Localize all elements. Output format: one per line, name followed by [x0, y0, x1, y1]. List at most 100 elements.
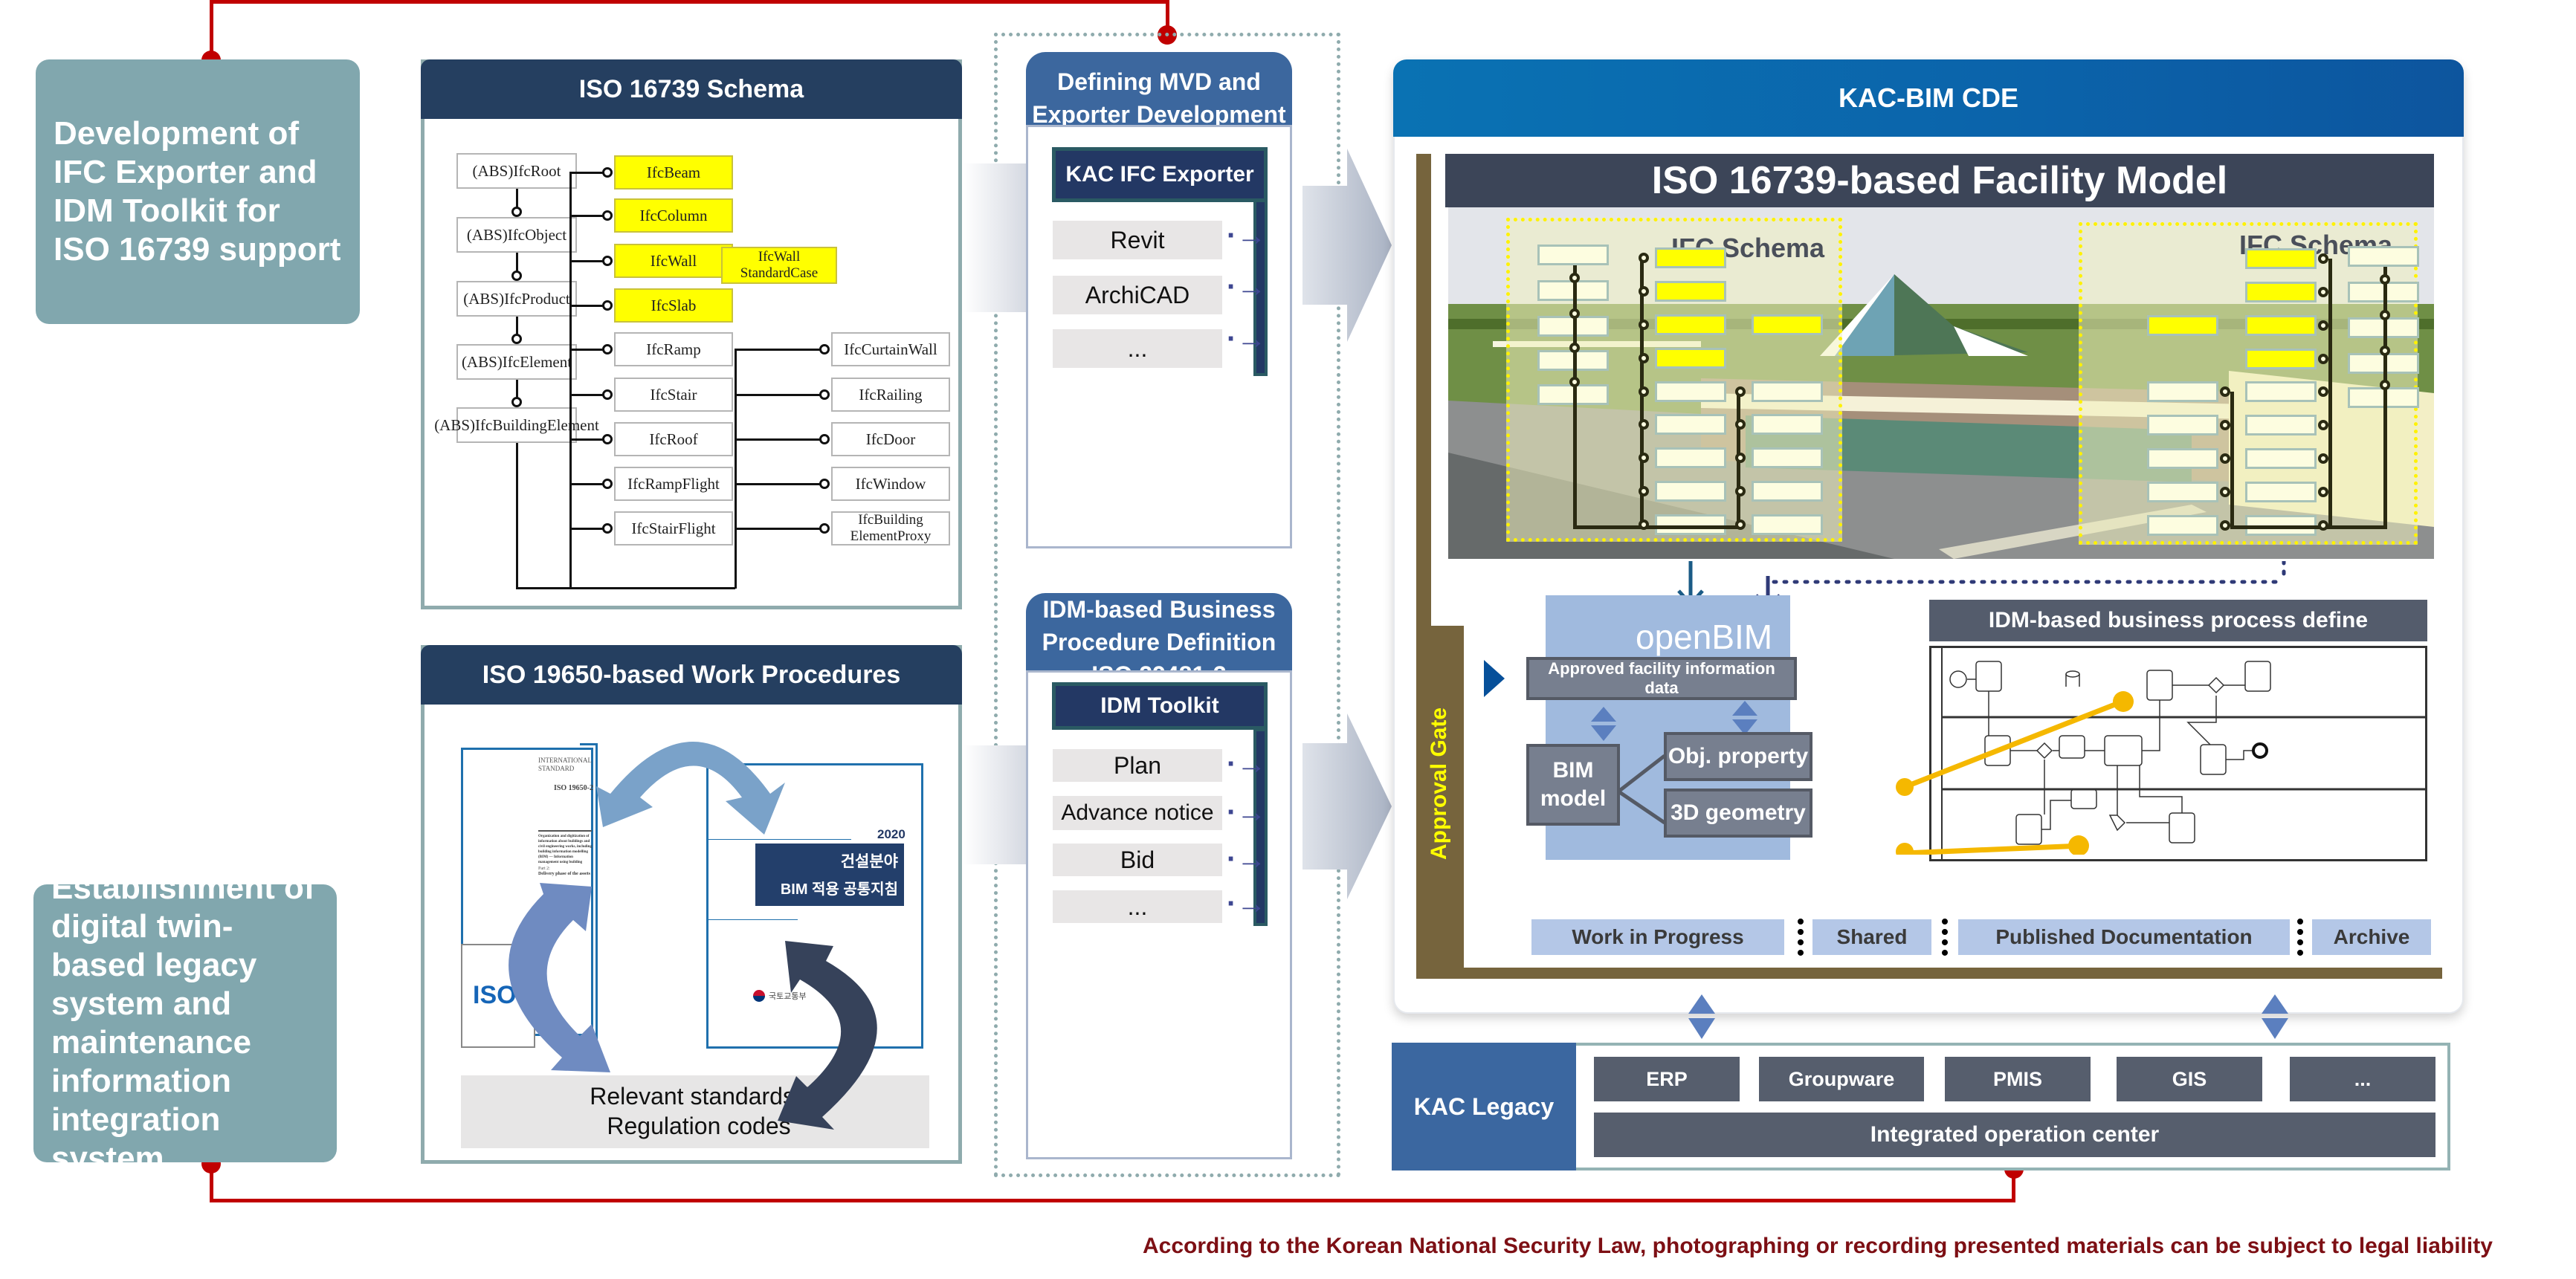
- toolkit-item-bid[interactable]: Bid: [1053, 844, 1222, 876]
- mini-schema-ring: [2318, 486, 2328, 497]
- schema-ring: [602, 210, 613, 221]
- schema-diagram: (ABS)IfcRoot(ABS)IfcObject(ABS)IfcProduc…: [421, 119, 962, 609]
- mini-schema-ring: [2220, 486, 2230, 497]
- schema-class-box: IfcRamp: [614, 332, 733, 366]
- schema-class-box: IfcSlab: [614, 288, 733, 323]
- iso-document-subtitle: Delivery phase of the assets: [538, 872, 590, 876]
- dotted-arrow-icon: ·→: [1227, 887, 1267, 920]
- ministry-logo-icon: [753, 990, 765, 1002]
- mini-schema-box: [1655, 381, 1726, 402]
- mini-schema-box: [2348, 246, 2419, 267]
- legacy-system-more[interactable]: ...: [2290, 1057, 2435, 1101]
- mini-schema-ring: [1569, 308, 1580, 319]
- stage-separator: [1942, 919, 1948, 956]
- mini-schema-ring: [2318, 453, 2328, 464]
- goal-ifc-exporter-text: Development of IFC Exporter and IDM Tool…: [54, 115, 341, 268]
- cde-legacy-arrow-icon: [2262, 994, 2288, 1039]
- schema-ring: [819, 479, 830, 489]
- korean-doc-title-block: [755, 844, 904, 906]
- class-name: IfcObject: [507, 226, 567, 244]
- exporter-item-more[interactable]: ...: [1053, 329, 1222, 368]
- kac-legacy-label: KAC Legacy: [1392, 1043, 1576, 1170]
- cycle-arrows: [509, 742, 877, 1130]
- schema-link: [569, 215, 604, 217]
- mini-schema-line: [2230, 525, 2387, 529]
- abstract-tag: (ABS): [466, 226, 508, 244]
- openbim-title: openBIM: [1636, 618, 1773, 656]
- mini-schema-diagrams: [1448, 207, 2434, 559]
- schema-link: [516, 380, 518, 400]
- schema-class-box: IfcStairFlight: [614, 511, 733, 545]
- dotted-arrow-icon: ·→: [1227, 748, 1267, 780]
- iso-document-number: ISO 19650-2: [553, 784, 593, 792]
- airport-model-scene: IFC Schema IFC Schema: [1448, 207, 2434, 559]
- mini-schema-box: [1537, 244, 1609, 265]
- stage-separator: [1798, 919, 1804, 956]
- mini-schema-ring: [2318, 386, 2328, 398]
- schema-class-box: IfcRailing: [831, 378, 950, 412]
- stage-label: Shared: [1836, 925, 1908, 948]
- toolkit-item-advance-notice[interactable]: Advance notice: [1053, 796, 1222, 830]
- schema-class-box: IfcWindow: [831, 467, 950, 501]
- obj-property-box: Obj. property: [1664, 732, 1812, 781]
- legacy-system-erp[interactable]: ERP: [1594, 1057, 1740, 1101]
- connector-bottom-left-vertical: [210, 1163, 213, 1202]
- mini-schema-box: [2245, 348, 2317, 369]
- abstract-tag: (ABS): [463, 290, 505, 308]
- idm-process-title: IDM-based business process define: [1929, 600, 2427, 641]
- approval-gate-frame-bottom: [1416, 968, 2442, 979]
- toolkit-item-plan[interactable]: Plan: [1053, 749, 1222, 782]
- approval-gate-band: [1416, 626, 1464, 979]
- schema-ring: [602, 479, 613, 489]
- mini-schema-box: [1752, 314, 1823, 335]
- mini-schema-ring: [2220, 386, 2230, 398]
- schema-link: [516, 189, 518, 210]
- bidirectional-arrow-icon: [1591, 707, 1616, 741]
- mini-schema-ring: [1735, 386, 1746, 397]
- approved-data-label: Approved facility information data: [1548, 659, 1775, 697]
- korean-doc-rule-2: [708, 919, 798, 920]
- exporter-item-revit[interactable]: Revit: [1053, 221, 1222, 259]
- dotted-arrow-icon: ·→: [1227, 323, 1267, 355]
- schema-class-box: IfcStair: [614, 378, 733, 412]
- schema-ring: [602, 389, 613, 400]
- standards-bar: [461, 1075, 929, 1148]
- schema-class-box: IfcWall: [614, 244, 733, 278]
- dotted-arrow-icon: ·→: [1227, 271, 1267, 303]
- mini-schema-line: [1573, 265, 1577, 527]
- legacy-system-groupware[interactable]: Groupware: [1759, 1057, 1924, 1101]
- approval-gate-label: Approval Gate: [1427, 707, 1451, 860]
- abstract-tag: (ABS): [461, 353, 503, 371]
- integrated-operation-center[interactable]: Integrated operation center: [1594, 1113, 2435, 1157]
- schema-ring: [819, 523, 830, 534]
- mini-schema-box: [1752, 481, 1823, 502]
- schema-class-box: IfcCurtainWall: [831, 332, 950, 366]
- exporter-item-archicad[interactable]: ArchiCAD: [1053, 276, 1222, 314]
- stage-label: Published Documentation: [1995, 925, 2253, 948]
- korean-doc-ministry: 국토교통부: [769, 992, 807, 1001]
- toolkit-item-more[interactable]: ...: [1053, 890, 1222, 923]
- mini-schema-box: [1655, 414, 1726, 435]
- mvd-card-title-text: Defining MVD and Exporter Development: [1032, 68, 1286, 128]
- goal-digital-twin: Establishment of digital twin-based lega…: [33, 870, 337, 1176]
- mini-schema-box: [2147, 448, 2218, 469]
- mini-schema-ring: [1735, 486, 1746, 496]
- mini-schema-box: [2245, 314, 2317, 336]
- goal-digital-twin-text: Establishment of digital twin-based lega…: [51, 870, 315, 1176]
- legacy-system-pmis[interactable]: PMIS: [1945, 1057, 2091, 1101]
- 3d-geometry-label: 3D geometry: [1670, 800, 1806, 825]
- schema-link: [569, 528, 604, 530]
- schema-link: [569, 305, 604, 307]
- mini-schema-box: [2245, 514, 2317, 536]
- connector-top-right-vertical: [1166, 0, 1169, 33]
- schema-link: [569, 394, 604, 396]
- schema-ring: [602, 256, 613, 266]
- connector-top-left-vertical: [210, 0, 213, 59]
- stage-published-documentation: Published Documentation: [1958, 919, 2290, 955]
- legacy-system-gis[interactable]: GIS: [2117, 1057, 2262, 1101]
- mini-schema-box: [1752, 514, 1823, 535]
- toolkit-side-bar: [1253, 728, 1268, 926]
- mini-schema-box: [1655, 281, 1726, 302]
- integrated-operation-center-label: Integrated operation center: [1870, 1122, 2160, 1147]
- bim-model-label: BIM model: [1540, 758, 1607, 811]
